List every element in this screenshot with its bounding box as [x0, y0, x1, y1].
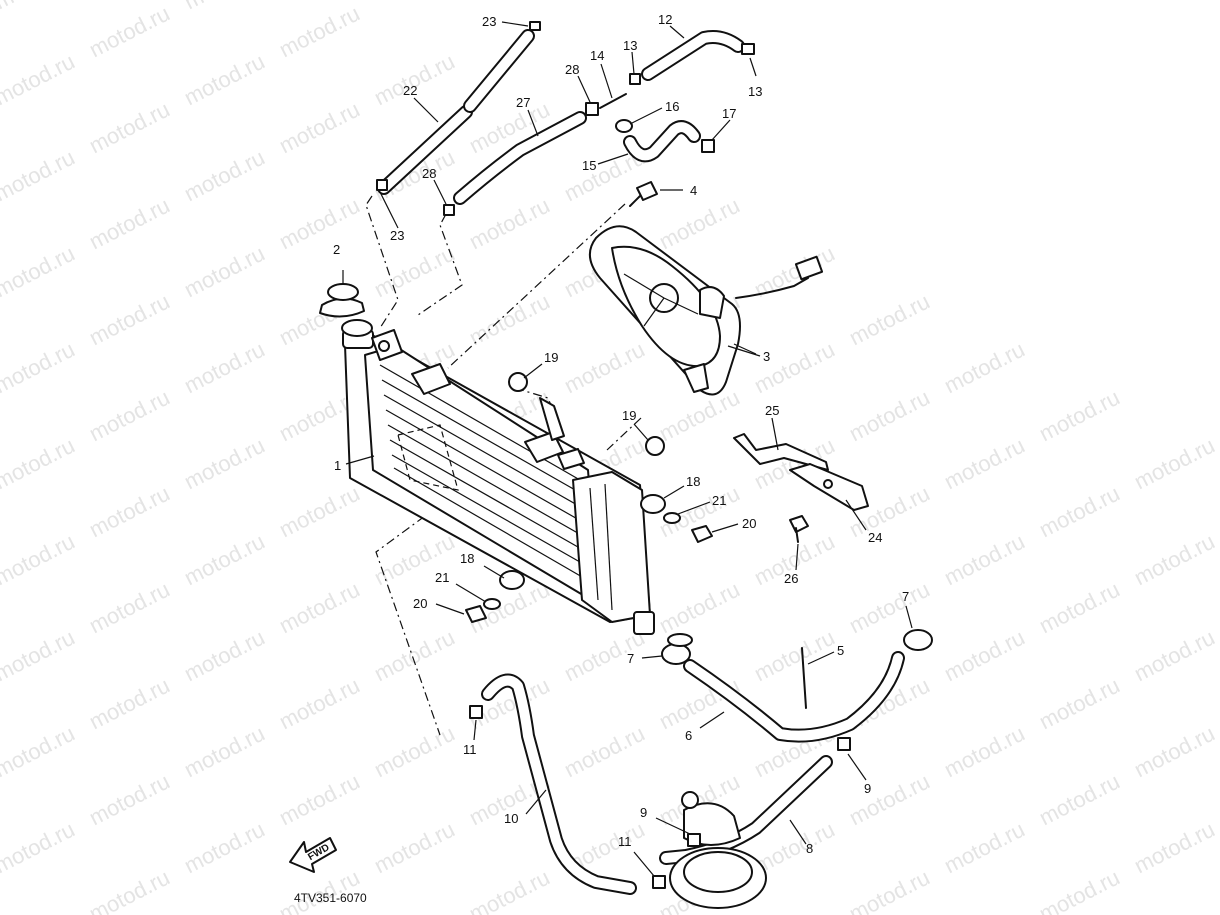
- clamp-part-23-bottom: [376, 179, 388, 191]
- label-17: 17: [722, 106, 736, 121]
- label-25: 25: [765, 403, 779, 418]
- bolt-part-20-a: [691, 525, 713, 543]
- label-23a: 23: [482, 14, 496, 29]
- clamp-part-9-a: [837, 737, 851, 751]
- hose-part-10: [481, 673, 637, 895]
- hose-part-15: [623, 120, 701, 163]
- forward-direction-arrow: FWD: [289, 837, 337, 873]
- label-20a: 20: [742, 516, 756, 531]
- label-13b: 13: [748, 84, 762, 99]
- part-number-labels: 23 12 13 14 28 13 22 27 16 17 15 28 4 23…: [333, 12, 909, 856]
- grommet-part-19-a: [508, 372, 528, 392]
- clamp-part-28-upper: [585, 102, 599, 116]
- grommet-part-19-b: [645, 436, 665, 456]
- label-9a: 9: [864, 781, 871, 796]
- label-2: 2: [333, 242, 340, 257]
- clamp-part-17: [701, 139, 715, 153]
- label-21b: 21: [435, 570, 449, 585]
- label-4: 4: [690, 183, 697, 198]
- label-6: 6: [685, 728, 692, 743]
- label-1: 1: [334, 458, 341, 473]
- label-23b: 23: [390, 228, 404, 243]
- clamp-part-28-lower: [443, 204, 455, 216]
- label-12: 12: [658, 12, 672, 27]
- label-28b: 28: [422, 166, 436, 181]
- label-28a: 28: [565, 62, 579, 77]
- bolt-part-20-b: [465, 605, 487, 623]
- label-11a: 11: [463, 742, 477, 757]
- radiator-cap-part-2: [319, 270, 365, 318]
- label-14: 14: [590, 48, 604, 63]
- label-13a: 13: [623, 38, 637, 53]
- label-15: 15: [582, 158, 596, 173]
- label-26: 26: [784, 571, 798, 586]
- water-pump-housing: [669, 791, 767, 909]
- label-11b: 11: [618, 834, 632, 849]
- label-24: 24: [868, 530, 882, 545]
- label-22: 22: [403, 83, 417, 98]
- label-18a: 18: [686, 474, 700, 489]
- upper-bypass-hose-part-22: [377, 29, 535, 195]
- washer-part-21-b: [483, 598, 501, 610]
- radiator-outlet-hose-part-6: [683, 651, 905, 743]
- leader-lines: [345, 21, 913, 877]
- clamp-part-9-b: [687, 833, 701, 847]
- cooling-fan-part-3: [589, 225, 824, 396]
- label-7a: 7: [627, 651, 634, 666]
- bracket-assembly-parts-24-25-26: [733, 433, 869, 543]
- label-19b: 19: [622, 408, 636, 423]
- label-7b: 7: [902, 589, 909, 604]
- clamp-part-23-top: [529, 21, 541, 31]
- washer-part-21-a: [663, 512, 681, 524]
- clamp-part-11-a: [469, 705, 483, 719]
- damper-part-18-a: [640, 494, 666, 514]
- clamp-part-16: [615, 119, 633, 133]
- diagram-code: 4TV351-6070: [294, 891, 367, 905]
- label-9b: 9: [640, 805, 647, 820]
- clamp-part-13-b: [741, 43, 755, 55]
- label-27: 27: [516, 95, 530, 110]
- hose-part-12: [641, 30, 745, 81]
- hose-clamp-part-7-b: [903, 629, 933, 651]
- label-8: 8: [806, 841, 813, 856]
- label-18b: 18: [460, 551, 474, 566]
- clamp-part-13-a: [629, 73, 641, 85]
- clamp-part-11-b: [652, 875, 666, 889]
- damper-part-18-b: [499, 570, 525, 590]
- bolt-part-4: [629, 181, 683, 207]
- breather-tube-part-5: [801, 647, 807, 709]
- label-10: 10: [504, 811, 518, 826]
- radiator-core-part-1: [341, 319, 655, 635]
- pipe-part-14: [599, 93, 627, 109]
- hose-clamp-part-7-a: [661, 643, 691, 665]
- label-20b: 20: [413, 596, 427, 611]
- label-16: 16: [665, 99, 679, 114]
- label-21a: 21: [712, 493, 726, 508]
- clamps-and-fittings: [376, 21, 933, 889]
- label-19a: 19: [544, 350, 558, 365]
- label-5: 5: [837, 643, 844, 658]
- hose-part-27: [453, 111, 587, 205]
- label-3: 3: [763, 349, 770, 364]
